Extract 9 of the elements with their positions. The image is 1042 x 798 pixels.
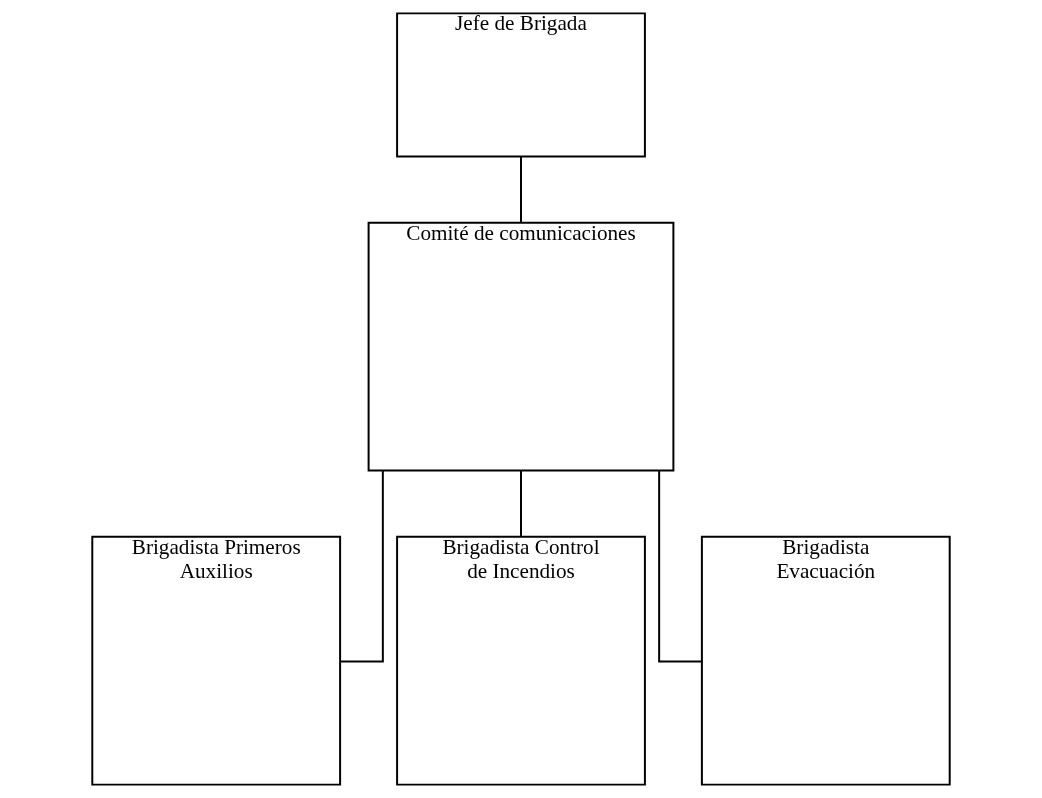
node-box: Comité de comunicaciones [367,221,675,472]
connector [339,469,384,663]
node-box: Jefe de Brigada [396,12,646,158]
node-box: Brigadista Control de Incendios [396,535,646,786]
connector [520,469,522,538]
node-box: Brigadista Evacuación [700,535,951,786]
connector [658,469,703,663]
node-box: Brigadista Primeros Auxilios [91,535,342,786]
connector [520,155,522,224]
